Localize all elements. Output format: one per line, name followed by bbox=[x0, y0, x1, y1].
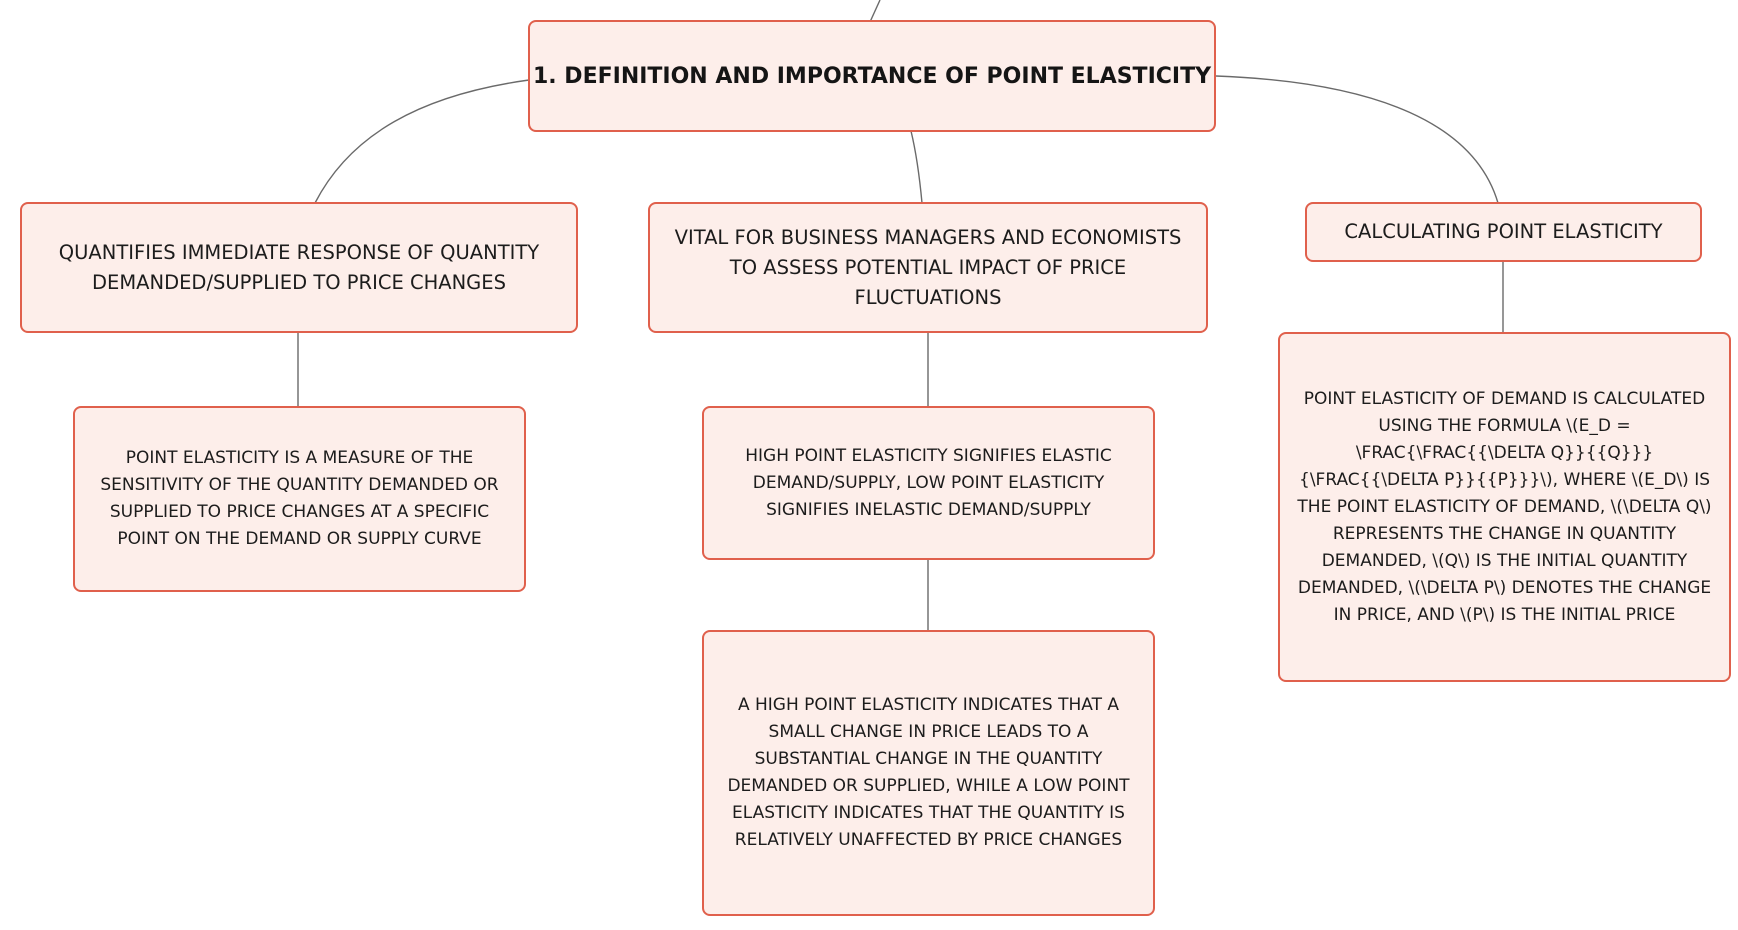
root-node[interactable]: 1. DEFINITION AND IMPORTANCE OF POINT EL… bbox=[528, 20, 1216, 132]
branch-node-label: QUANTIFIES IMMEDIATE RESPONSE OF QUANTIT… bbox=[58, 240, 540, 294]
leaf-node-text: POINT ELASTICITY OF DEMAND IS CALCULATED… bbox=[1297, 388, 1712, 625]
connector-to-parent bbox=[869, 0, 881, 23]
leaf-node-text: POINT ELASTICITY IS A MEASURE OF THE SEN… bbox=[100, 448, 499, 549]
root-node-label: 1. DEFINITION AND IMPORTANCE OF POINT EL… bbox=[532, 63, 1212, 89]
connector-root-to-calculating bbox=[1215, 75, 1499, 204]
leaf-node-point-elasticity-measure[interactable]: POINT ELASTICITY IS A MEASURE OF THE SEN… bbox=[73, 406, 526, 592]
leaf-node-high-elasticity-indicates[interactable]: A HIGH POINT ELASTICITY INDICATES THAT A… bbox=[702, 630, 1155, 916]
leaf-node-high-low-elasticity[interactable]: HIGH POINT ELASTICITY SIGNIFIES ELASTIC … bbox=[702, 406, 1155, 560]
branch-node-vital[interactable]: VITAL FOR BUSINESS MANAGERS AND ECONOMIS… bbox=[648, 202, 1208, 333]
leaf-node-text: HIGH POINT ELASTICITY SIGNIFIES ELASTIC … bbox=[745, 445, 1112, 520]
connector-root-to-vital bbox=[910, 130, 923, 204]
connector-root-to-quantifies bbox=[314, 79, 530, 204]
branch-node-calculating[interactable]: CALCULATING POINT ELASTICITY bbox=[1305, 202, 1702, 262]
branch-node-quantifies[interactable]: QUANTIFIES IMMEDIATE RESPONSE OF QUANTIT… bbox=[20, 202, 578, 333]
branch-node-label: CALCULATING POINT ELASTICITY bbox=[1344, 220, 1663, 243]
leaf-node-elasticity-formula[interactable]: POINT ELASTICITY OF DEMAND IS CALCULATED… bbox=[1278, 332, 1731, 682]
branch-node-label: VITAL FOR BUSINESS MANAGERS AND ECONOMIS… bbox=[674, 225, 1182, 309]
leaf-node-text: A HIGH POINT ELASTICITY INDICATES THAT A… bbox=[727, 695, 1130, 850]
